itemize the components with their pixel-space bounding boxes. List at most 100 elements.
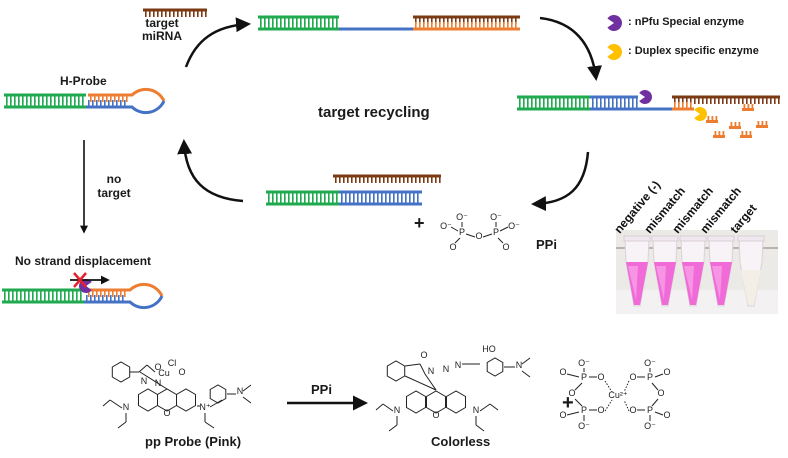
h-probe <box>4 87 166 115</box>
bond <box>404 375 437 391</box>
released-complex <box>266 174 441 206</box>
base-tooth <box>157 11 159 17</box>
base-tooth <box>531 98 533 104</box>
base-tooth <box>32 291 34 297</box>
base-tooth <box>682 98 684 104</box>
legend-icons <box>607 15 622 60</box>
base-tooth <box>417 193 419 199</box>
fragment-tooth <box>751 104 754 108</box>
base-tooth <box>94 96 96 102</box>
fragment-tooth <box>707 116 710 120</box>
base-tooth <box>308 197 310 203</box>
target-recycling-label: target recycling <box>318 104 430 121</box>
base-tooth <box>42 100 44 106</box>
base-tooth <box>284 197 286 203</box>
tube-cap <box>707 235 735 242</box>
base-tooth <box>523 98 525 104</box>
base-tooth <box>389 193 391 199</box>
base-tooth <box>742 98 744 104</box>
base-tooth <box>381 193 383 199</box>
base-tooth <box>28 291 30 297</box>
base-tooth <box>758 98 760 104</box>
base-tooth <box>68 291 70 297</box>
base-tooth <box>563 98 565 104</box>
base-tooth <box>636 98 638 104</box>
atom-label: O <box>559 410 566 420</box>
base-tooth <box>90 96 92 102</box>
base-tooth <box>397 193 399 199</box>
released-green-duplex-bottom <box>266 202 339 206</box>
base-tooth <box>296 18 298 24</box>
released-green-duplex-top <box>266 190 339 194</box>
base-tooth <box>495 18 497 24</box>
no-target-probe <box>2 272 164 310</box>
base-tooth <box>36 291 38 297</box>
base-tooth <box>559 102 561 108</box>
base-tooth <box>284 22 286 28</box>
fragment-tooth <box>722 131 725 135</box>
base-tooth <box>674 102 676 108</box>
atom-label: O <box>420 350 427 360</box>
base-tooth <box>674 98 676 104</box>
base-tooth <box>357 197 359 203</box>
atom-label: O <box>568 388 575 398</box>
cycle-arrow-bottom-right <box>531 151 590 212</box>
base-tooth <box>276 18 278 24</box>
base-tooth <box>296 22 298 28</box>
base-tooth <box>96 291 98 297</box>
base-tooth <box>519 102 521 108</box>
base-tooth <box>106 295 108 301</box>
h-probe-green-duplex-top <box>2 288 84 292</box>
base-tooth <box>379 177 381 183</box>
base-tooth <box>308 193 310 199</box>
base-tooth <box>189 11 191 17</box>
atom-label: O <box>449 242 456 252</box>
atom-label: O <box>559 367 566 377</box>
bond <box>209 399 223 408</box>
base-tooth <box>120 100 122 106</box>
base-tooth <box>56 295 58 301</box>
aryl-ring <box>209 384 227 404</box>
base-tooth <box>734 98 736 104</box>
base-tooth <box>726 98 728 104</box>
base-tooth <box>774 98 776 104</box>
atom-label: O <box>597 405 604 415</box>
atom-label: O⁻ <box>508 221 520 231</box>
base-tooth <box>624 102 626 108</box>
base-tooth <box>612 102 614 108</box>
base-tooth <box>44 295 46 301</box>
bond <box>654 411 664 416</box>
base-tooth <box>336 197 338 203</box>
base-tooth <box>181 11 183 17</box>
base-tooth <box>100 100 102 106</box>
base-tooth <box>551 102 553 108</box>
base-tooth <box>22 96 24 102</box>
fragment-backbone <box>740 135 752 138</box>
base-tooth <box>108 291 110 297</box>
base-tooth <box>16 295 18 301</box>
base-tooth <box>272 18 274 24</box>
base-tooth <box>575 98 577 104</box>
atom-label: N <box>443 364 450 374</box>
base-tooth <box>511 18 513 24</box>
base-tooth <box>357 193 359 199</box>
tube-cap <box>737 235 765 242</box>
bond <box>651 382 659 391</box>
bond <box>404 363 421 367</box>
base-tooth <box>316 193 318 199</box>
base-tooth <box>447 22 449 28</box>
base-tooth <box>583 102 585 108</box>
h-probe-loop-blue <box>126 295 164 310</box>
atom-label: N <box>473 405 480 415</box>
atom-label: O <box>629 372 636 382</box>
base-tooth <box>104 291 106 297</box>
base-tooth <box>153 11 155 17</box>
base-tooth <box>304 18 306 24</box>
base-tooth <box>34 100 36 106</box>
bond <box>102 399 111 407</box>
base-tooth <box>483 22 485 28</box>
base-tooth <box>40 291 42 297</box>
base-tooth <box>431 18 433 24</box>
base-tooth <box>459 18 461 24</box>
